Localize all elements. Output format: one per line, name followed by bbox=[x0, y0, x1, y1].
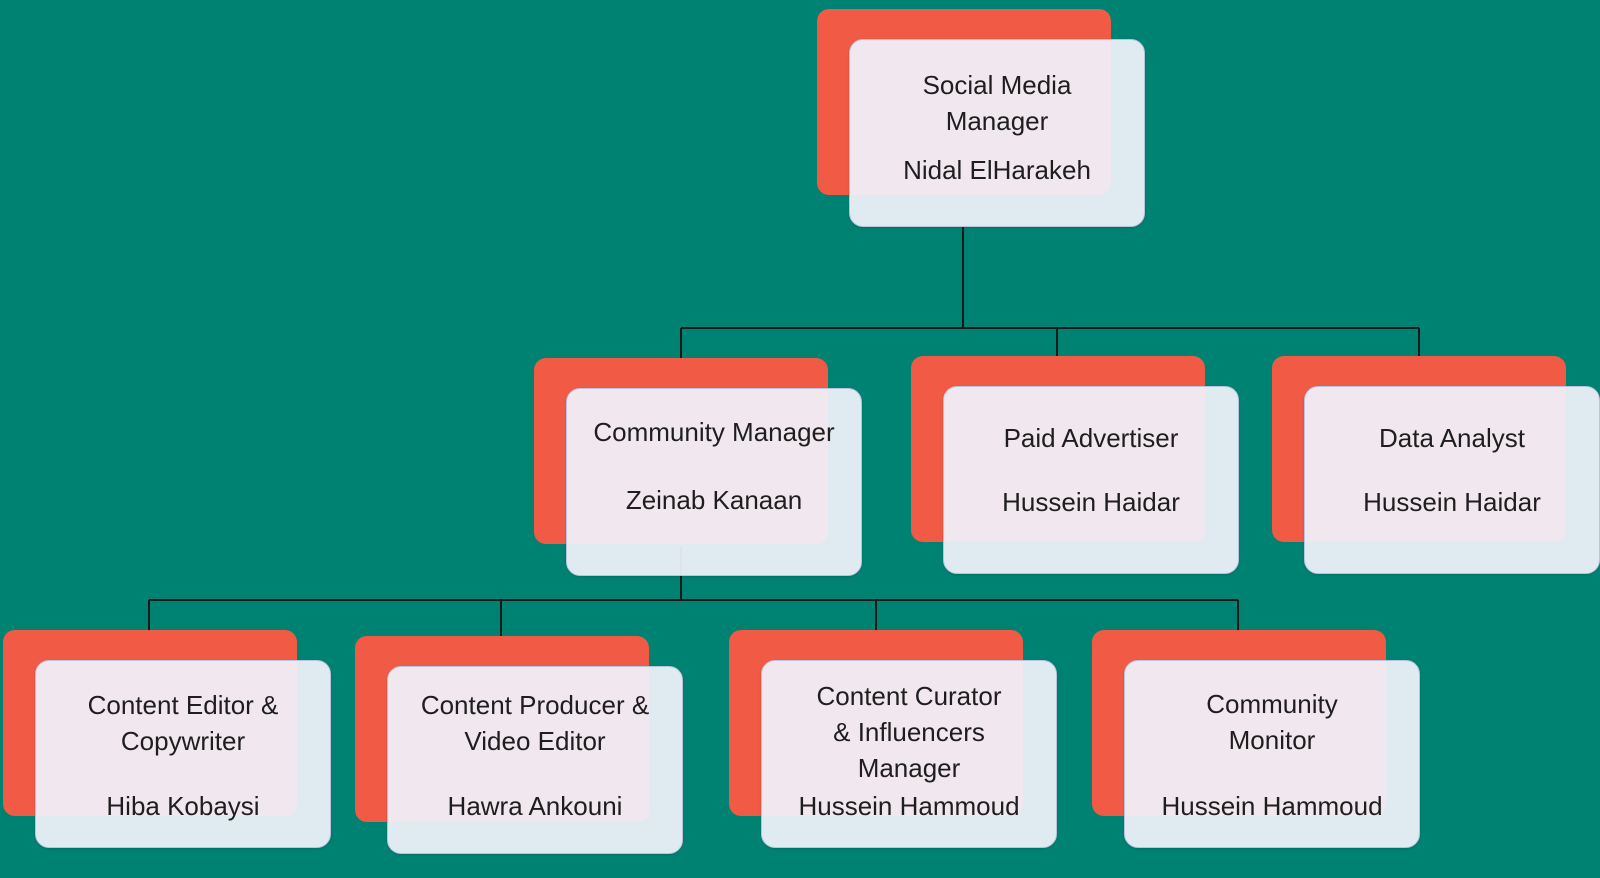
node-role: Social Media Manager bbox=[922, 70, 1072, 136]
card-box bbox=[35, 660, 331, 848]
node-person: Hussein Haidar bbox=[1363, 487, 1541, 517]
card-box bbox=[1124, 660, 1420, 848]
node-person: Hussein Hammoud bbox=[1161, 791, 1383, 821]
node-person: Zeinab Kanaan bbox=[625, 485, 803, 515]
node-role: Community Manager bbox=[593, 417, 835, 447]
card-box bbox=[943, 386, 1239, 574]
card-box bbox=[1304, 386, 1600, 574]
node-role: Paid Advertiser bbox=[1003, 423, 1179, 453]
node-role: Content Editor & Copywriter bbox=[87, 690, 279, 756]
node-role: Data Analyst bbox=[1379, 423, 1525, 453]
card-box bbox=[849, 39, 1145, 227]
node-person: Hussein Haidar bbox=[1002, 487, 1180, 517]
card-box bbox=[761, 660, 1057, 848]
node-person: Hiba Kobaysi bbox=[106, 791, 260, 821]
node-role: Community Monitor bbox=[1206, 689, 1338, 755]
card-box bbox=[566, 388, 862, 576]
card-box bbox=[387, 666, 683, 854]
node-person: Hussein Hammoud bbox=[798, 791, 1020, 821]
node-person: Nidal ElHarakeh bbox=[903, 155, 1091, 185]
node-role: Content Producer & Video Editor bbox=[420, 690, 650, 756]
node-role: Content Curator & Influencers Manager bbox=[816, 681, 1002, 783]
node-person: Hawra Ankouni bbox=[447, 791, 623, 821]
